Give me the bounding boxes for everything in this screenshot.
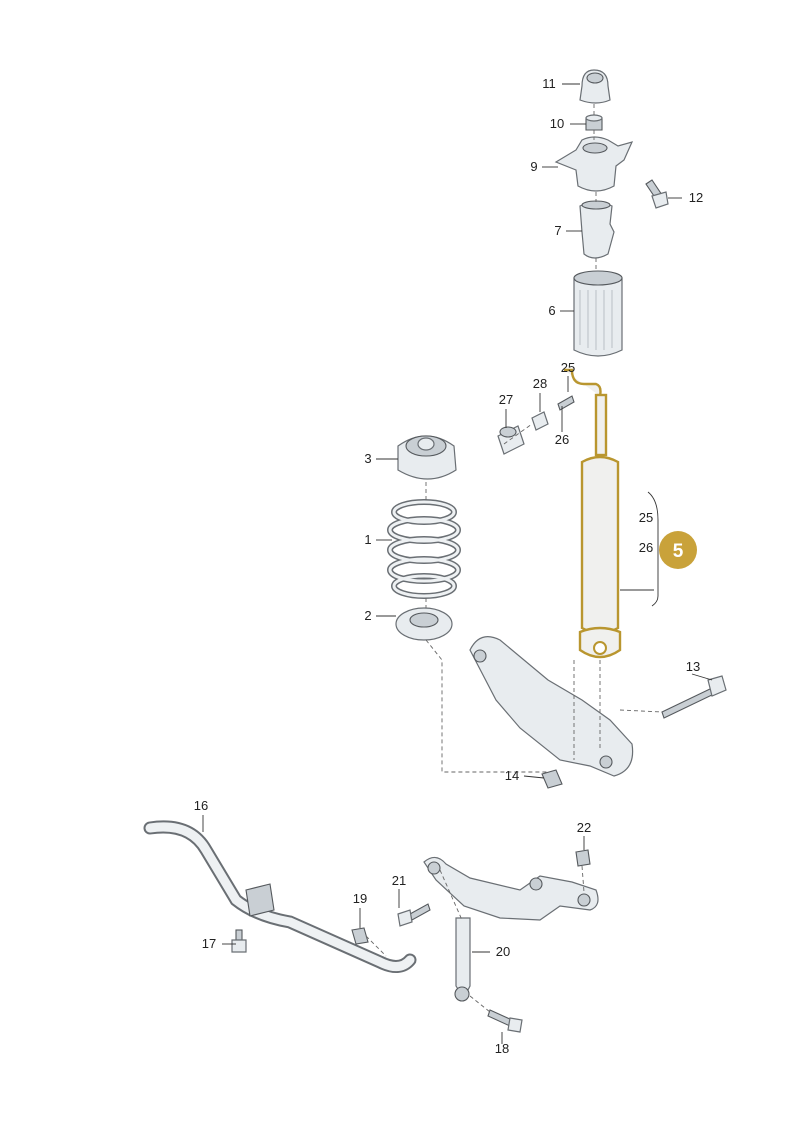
part-10-nut [585, 114, 603, 131]
callout-19: 19 [353, 891, 367, 906]
upper-control-arm [423, 856, 599, 921]
part-9-top-mount [554, 136, 634, 192]
part-13-bolt [661, 675, 727, 719]
callout-25: 25 [561, 360, 575, 375]
group-callout-25: 25 [639, 510, 653, 525]
part-22-nut [575, 849, 591, 867]
part-7-bump-stop [579, 200, 615, 259]
part-26-connector [557, 395, 575, 411]
part-28-plug [531, 411, 549, 431]
part-16-stabilizer-bar [143, 820, 417, 973]
callout-7: 7 [554, 223, 561, 238]
part-5-shock-absorber [564, 368, 622, 659]
callout-21: 21 [392, 873, 406, 888]
callout-9: 9 [530, 159, 537, 174]
part-5-badge: 5 [659, 531, 697, 569]
callout-22: 22 [577, 820, 591, 835]
part-12-bolt [645, 179, 669, 209]
callout-2: 2 [364, 608, 371, 623]
part-14-nut [541, 769, 563, 789]
part-6-dust-boot [573, 270, 623, 357]
callout-12: 12 [689, 190, 703, 205]
part-3-upper-seat [397, 435, 457, 480]
callout-26: 26 [555, 432, 569, 447]
callout-14: 14 [505, 768, 519, 783]
group-callout-26: 26 [639, 540, 653, 555]
part-21-bolt [397, 903, 431, 927]
part-11-cap [579, 69, 611, 104]
assembly-lines [365, 104, 663, 1013]
callout-11: 11 [542, 76, 556, 91]
part-18-bolt [487, 1009, 523, 1033]
part-17-bolt [231, 929, 247, 953]
callout-28: 28 [533, 376, 547, 391]
part-27-grommet [497, 425, 525, 455]
badge-circle [659, 531, 697, 569]
part-19-nut [351, 927, 369, 945]
callout-20: 20 [496, 944, 510, 959]
lower-control-arm [469, 636, 634, 777]
callout-10: 10 [550, 116, 564, 131]
badge-label: 5 [673, 541, 684, 562]
callout-1: 1 [364, 532, 371, 547]
part-1-coil-spring-face [388, 500, 460, 598]
part-2-lower-seat [395, 607, 453, 641]
callout-18: 18 [495, 1041, 509, 1056]
callout-16: 16 [194, 798, 208, 813]
part-20-link [454, 917, 471, 1002]
callout-27: 27 [499, 392, 513, 407]
callout-labels: 11 10 9 12 7 6 25 28 27 26 3 1 2 13 14 1… [194, 76, 703, 1056]
callout-13: 13 [686, 659, 700, 674]
leader-lines [202, 83, 713, 1044]
callout-17: 17 [202, 936, 216, 951]
callout-3: 3 [364, 451, 371, 466]
callout-6: 6 [548, 303, 555, 318]
